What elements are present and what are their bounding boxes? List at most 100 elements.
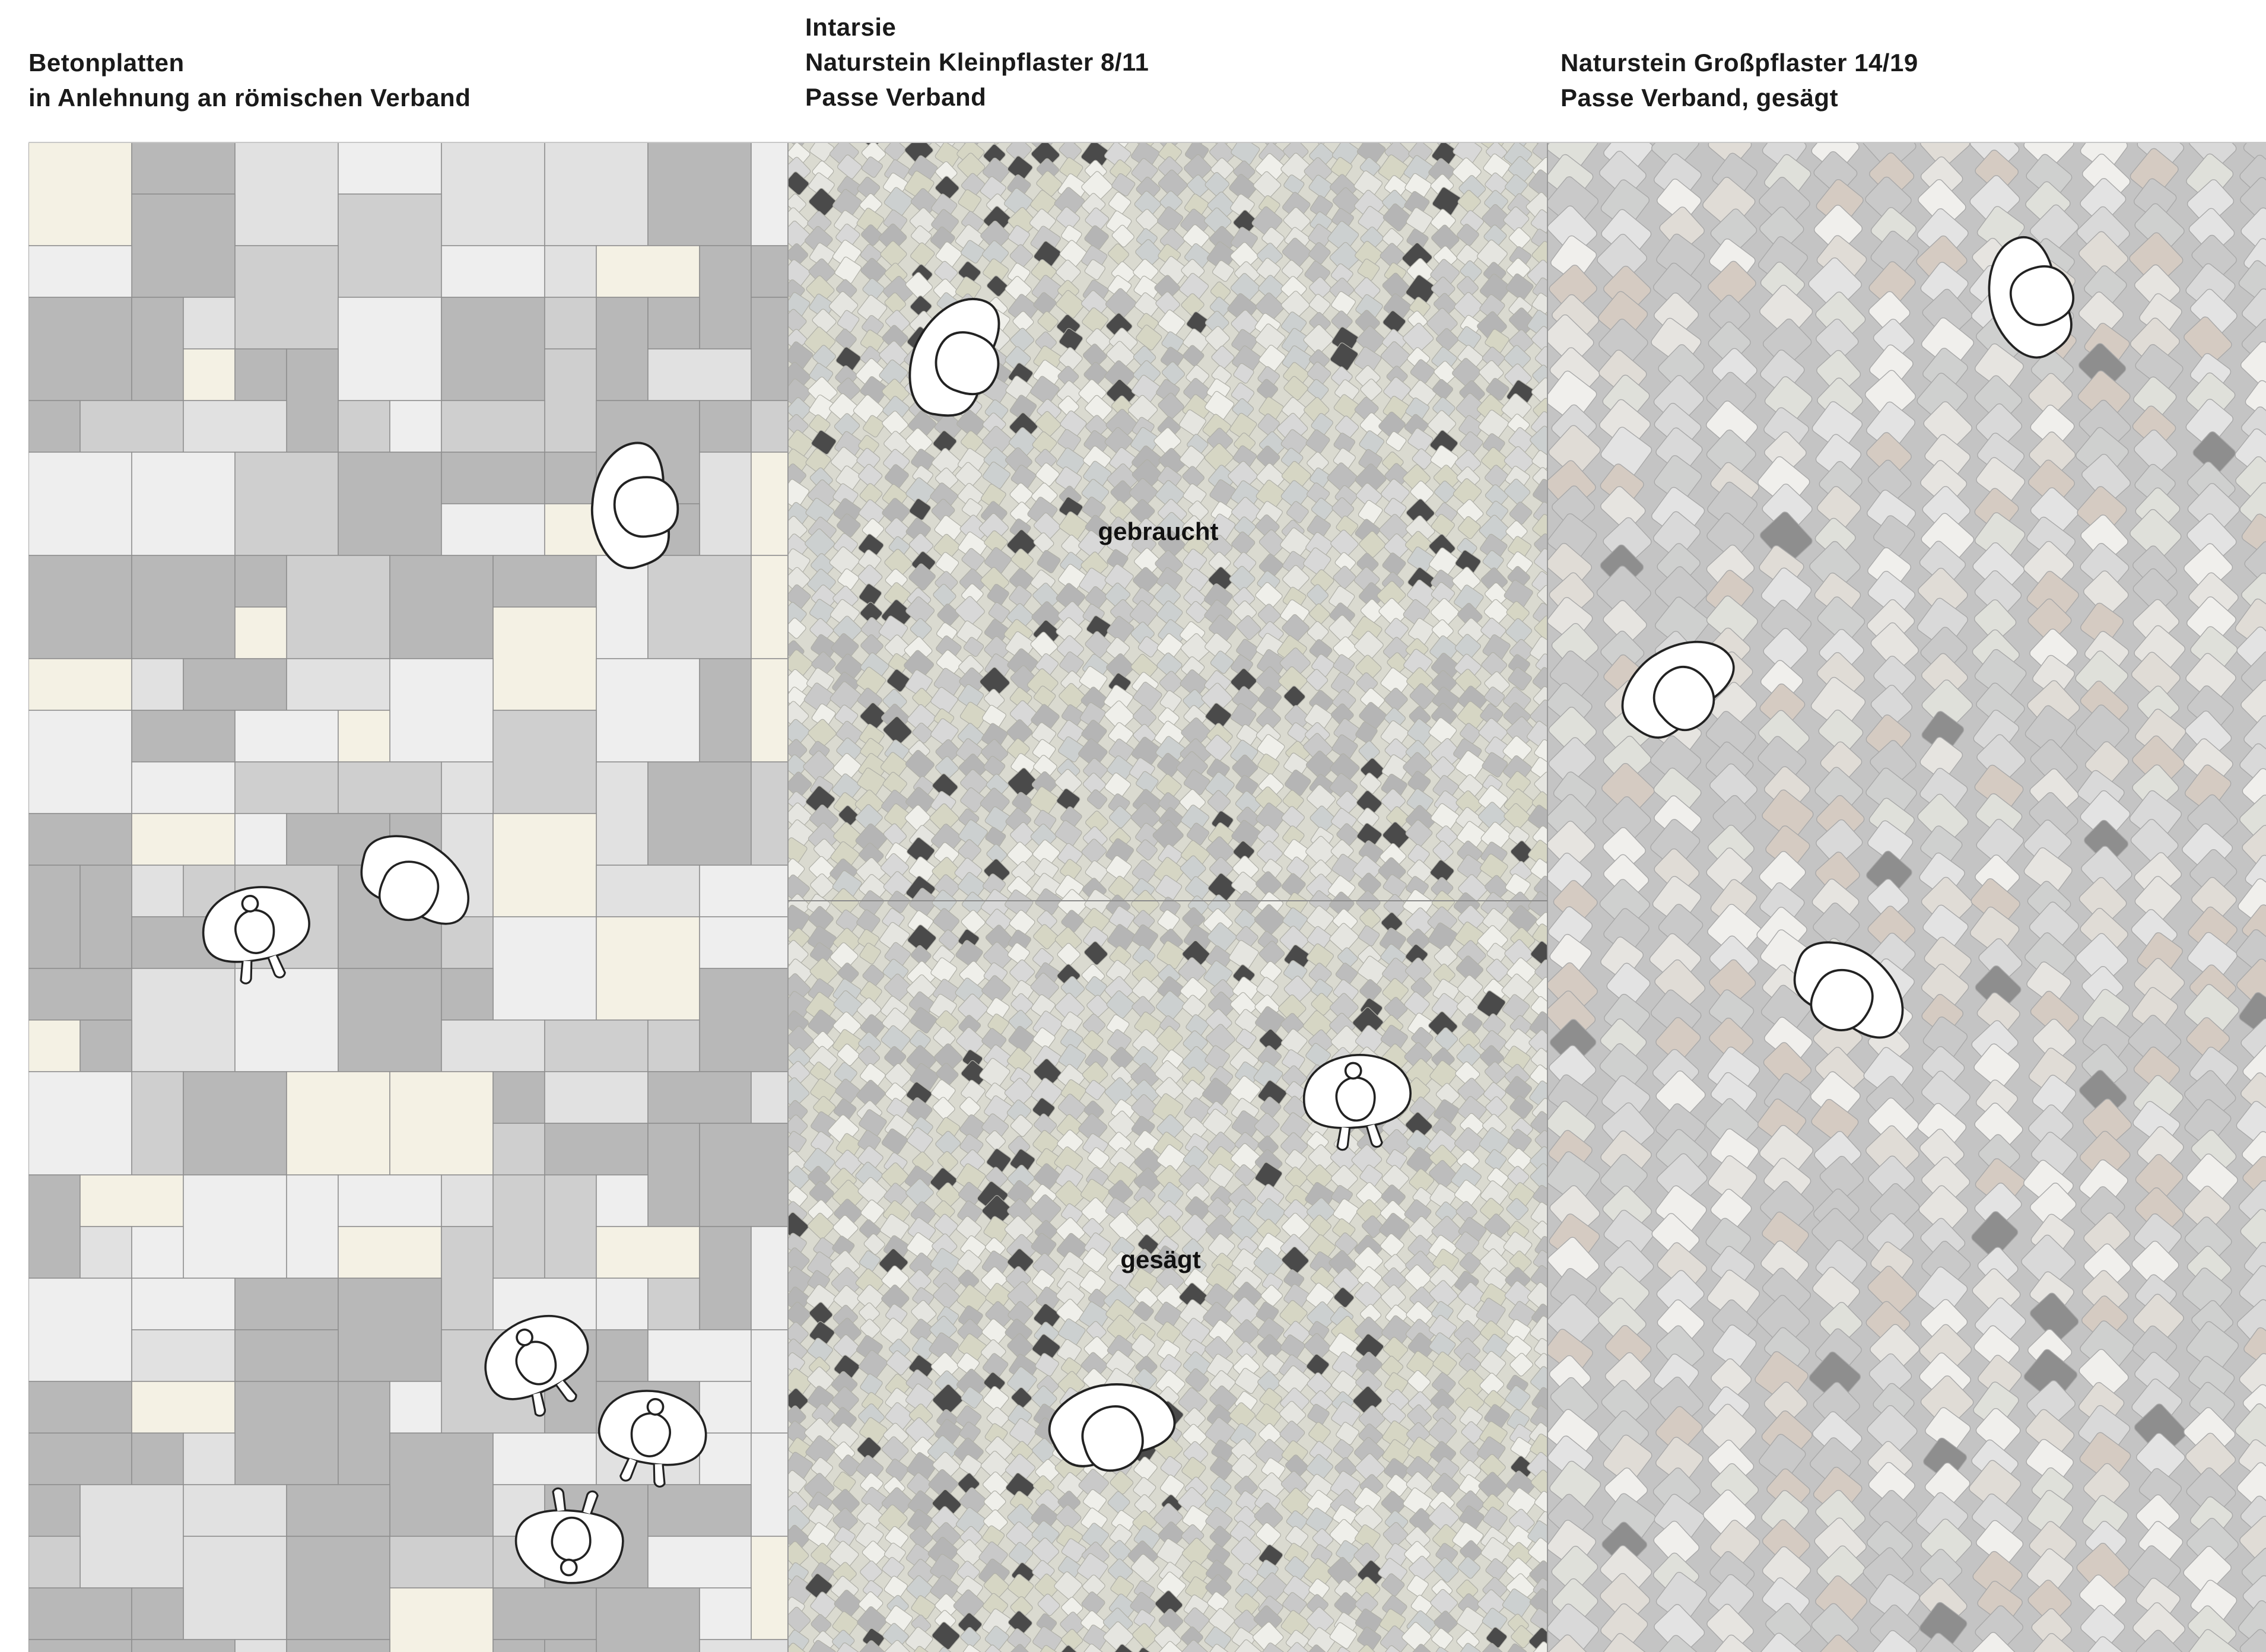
- slab: [286, 1174, 339, 1279]
- stone: [1285, 142, 1308, 145]
- stone: [1504, 478, 1531, 505]
- slab: [286, 555, 390, 659]
- stone: [1431, 209, 1456, 234]
- slab: [28, 452, 132, 556]
- stone: [811, 634, 838, 660]
- slab: [389, 400, 442, 453]
- stone: [1283, 174, 1305, 195]
- stone: [1308, 294, 1331, 316]
- stone: [1031, 142, 1060, 169]
- stone: [1384, 618, 1409, 642]
- stone: [1528, 169, 1547, 199]
- stone: [909, 498, 932, 520]
- slab: [28, 1639, 132, 1652]
- stone: [982, 461, 1010, 490]
- slab: [492, 1587, 597, 1640]
- slab: [596, 555, 649, 659]
- slab: [596, 761, 649, 866]
- stone: [1481, 652, 1507, 678]
- slab: [441, 297, 545, 401]
- stone: [1186, 601, 1209, 623]
- stone: [1057, 635, 1085, 663]
- slab: [28, 297, 132, 401]
- stone: [1311, 497, 1334, 520]
- stone: [1179, 272, 1209, 303]
- stone: [2189, 94, 2238, 144]
- stone: [1231, 310, 1260, 338]
- stone: [788, 379, 811, 408]
- stone: [1505, 106, 1532, 134]
- stone: [884, 548, 913, 577]
- stone: [1330, 529, 1359, 558]
- stone: [1083, 344, 1107, 368]
- slab: [441, 245, 545, 298]
- slab: [338, 297, 442, 401]
- slab: [596, 865, 700, 917]
- stone: [859, 583, 882, 607]
- slab: [80, 865, 132, 969]
- stone: [1154, 583, 1181, 609]
- stone: [884, 292, 907, 314]
- stone: [860, 602, 883, 625]
- stone: [1256, 258, 1281, 282]
- stone: [1156, 633, 1183, 660]
- stone: [1305, 429, 1330, 454]
- stone: [1258, 344, 1286, 372]
- stone: [1527, 310, 1547, 339]
- stone: [1184, 154, 1212, 183]
- stone: [1504, 580, 1533, 609]
- stone: [1481, 107, 1505, 131]
- stone: [1333, 654, 1355, 676]
- slab: [389, 1381, 442, 1434]
- slab: [338, 400, 390, 453]
- stone: [1236, 615, 1261, 640]
- stone: [1080, 142, 1111, 170]
- stone: [984, 530, 1008, 554]
- stone: [1482, 550, 1504, 571]
- stone: [1334, 552, 1356, 573]
- stone: [788, 397, 812, 422]
- stone: [1506, 601, 1530, 624]
- slab: [80, 1174, 184, 1227]
- stone: [807, 211, 832, 236]
- stone: [805, 448, 831, 474]
- stone: [1059, 142, 1082, 162]
- slab: [699, 1381, 752, 1434]
- stone: [1085, 395, 1113, 422]
- stone: [1378, 411, 1406, 439]
- stone: [1381, 478, 1410, 508]
- slab: [131, 1381, 236, 1434]
- stone: [905, 669, 933, 697]
- stone: [1158, 309, 1186, 337]
- slab: [699, 1432, 752, 1485]
- stone: [982, 240, 1009, 267]
- stone: [837, 568, 860, 590]
- slab: [441, 761, 494, 814]
- slab: [647, 1536, 752, 1589]
- slab: [234, 1639, 287, 1652]
- slab: [28, 865, 81, 969]
- stone: [1029, 103, 1057, 131]
- slab: [131, 761, 236, 814]
- stone: [1454, 450, 1482, 476]
- slab: [131, 142, 236, 195]
- stone: [1207, 427, 1234, 454]
- stone: [1280, 312, 1307, 338]
- slab: [492, 916, 597, 1021]
- stone: [961, 498, 983, 519]
- slab: [492, 1432, 597, 1485]
- slab: [131, 1587, 184, 1640]
- stone: [879, 359, 908, 389]
- stone: [1356, 482, 1383, 509]
- stone: [856, 100, 885, 129]
- stone: [1530, 209, 1547, 234]
- stone: [857, 294, 888, 325]
- slab: [131, 452, 236, 556]
- slab: [131, 555, 236, 659]
- stone: [1432, 379, 1454, 400]
- stone: [1431, 277, 1455, 301]
- stone: [1534, 533, 1547, 557]
- stone: [831, 446, 859, 475]
- stone: [1228, 460, 1258, 491]
- slab: [28, 400, 81, 453]
